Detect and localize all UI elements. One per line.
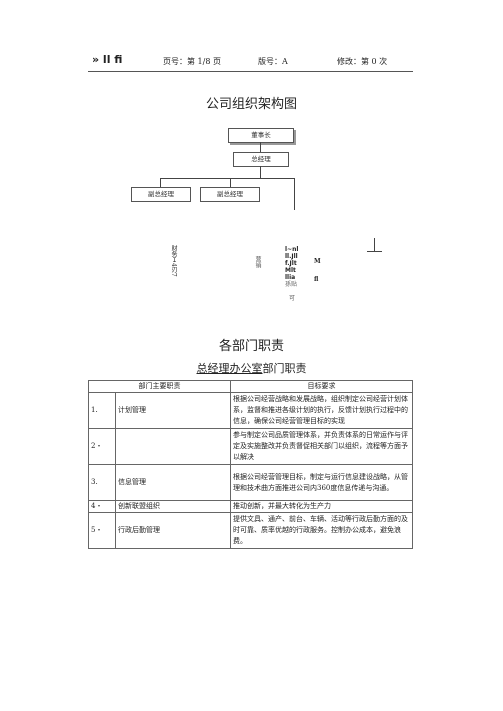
org-box-deputy-right: 副总经理 (200, 187, 260, 202)
table-header-goal: 目标要求 (230, 380, 413, 393)
table-header-dept: 部门主要职责 (88, 380, 231, 393)
org-connector (160, 178, 161, 187)
org-connector (374, 238, 375, 251)
org-connector (367, 251, 382, 252)
org-dept-finance: 财务Ｉ4刃7 (170, 245, 177, 277)
org-box-chairman: 董事长 (228, 128, 294, 143)
org-connector (230, 178, 231, 187)
org-connector (260, 166, 261, 178)
org-fragment: 可 (289, 295, 296, 302)
header-version: 版号：A (258, 57, 288, 66)
table-row: 4・ 创新联盟组织 推动创新，并最大转化为生产力 (88, 500, 413, 513)
org-fragment: M (314, 258, 321, 265)
org-connector (260, 142, 261, 152)
header-divider (88, 71, 413, 72)
org-chart-title: 公司组织架构图 (205, 97, 297, 112)
org-connector (160, 178, 295, 179)
header-revision: 修改：第 0 次 (337, 57, 388, 66)
duties-title: 各部门职责 (218, 339, 284, 354)
table-row: 2・ 参与制定公司品质管理体系，并负责体系的日常运作与评定及实施整改并负责督促相… (88, 428, 413, 465)
org-fragment: fl (314, 276, 319, 283)
header-logo: » ll fi (92, 53, 123, 66)
org-dept-sales: 营销 (254, 256, 261, 268)
table-row: 1. 计划管理 根据公司经营战略和发展战略，组织制定公司经营计划体系，监督和推进… (88, 392, 413, 429)
org-box-gm: 总经理 (233, 152, 289, 167)
table-header-row: 部门主要职责 目标要求 (88, 380, 413, 393)
org-box-deputy-left: 副总经理 (131, 187, 191, 202)
header-page-number: 页号：第 1/8 页 (163, 57, 221, 66)
table-row: 5・ 行政后勤管理 提供文具、通产、前台、车辆、活动等行政后勤方面的及时可靠、质… (88, 512, 413, 549)
duties-table: 部门主要职责 目标要求 1. 计划管理 根据公司经营战略和发展战略，组织制定公司… (88, 380, 413, 549)
org-connector (294, 178, 295, 210)
table-row: 3. 信息管理 根据公司经营管理目标，制定与运行信息建设战略，从管理和技术曲方面… (88, 464, 413, 501)
page-header: » ll fi 页号：第 1/8 页 版号：A 修改：第 0 次 (0, 53, 503, 72)
duties-subtitle: 总经理办公室部门职责 (196, 362, 307, 375)
org-fragment: l~nl ll.Jll f.Jlt Mlt llia 孫贴 (285, 246, 299, 288)
